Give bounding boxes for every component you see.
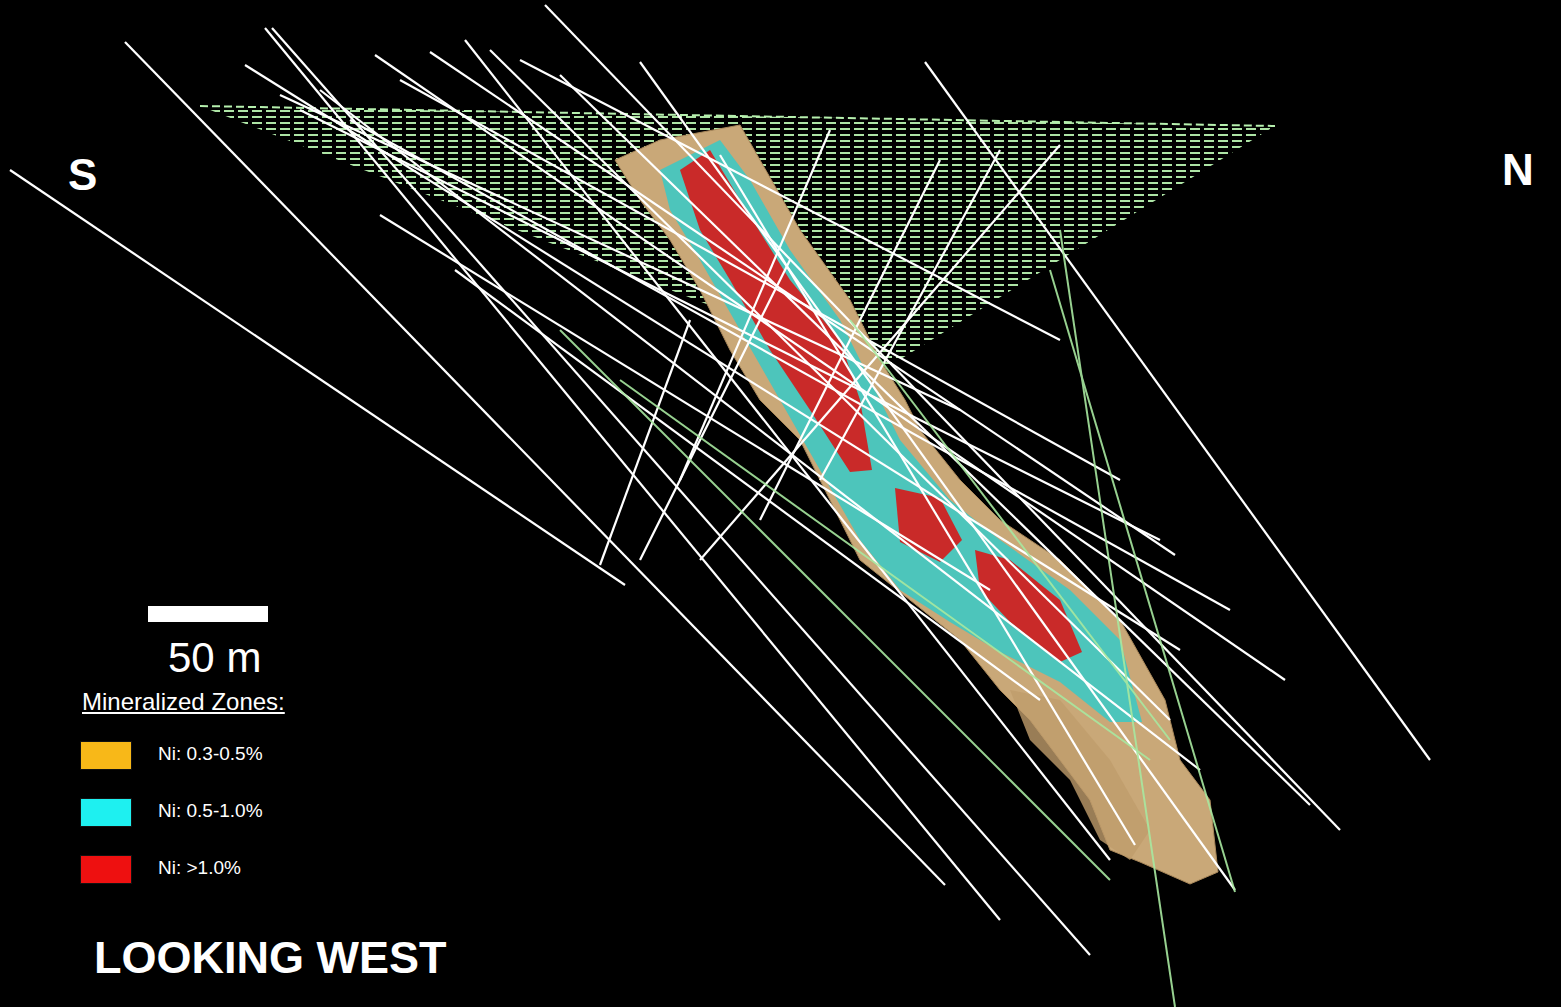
scale-label: 50 m xyxy=(166,634,263,682)
legend-swatch xyxy=(80,741,132,770)
legend-label: Ni: 0.5-1.0% xyxy=(156,800,265,822)
view-direction: LOOKING WEST xyxy=(92,932,449,984)
scale-bar xyxy=(148,606,268,622)
high-grade-core xyxy=(895,488,962,562)
drill-holes xyxy=(10,5,1430,955)
drill-holes-assayed xyxy=(560,230,1235,1007)
legend-heading: Mineralized Zones: xyxy=(80,688,287,716)
legend-swatch xyxy=(80,855,132,884)
legend-label: Ni: >1.0% xyxy=(156,857,243,879)
legend-label: Ni: 0.3-0.5% xyxy=(156,743,265,765)
compass-north: N xyxy=(1500,145,1536,196)
legend-swatch xyxy=(80,798,132,827)
compass-south: S xyxy=(66,150,99,201)
